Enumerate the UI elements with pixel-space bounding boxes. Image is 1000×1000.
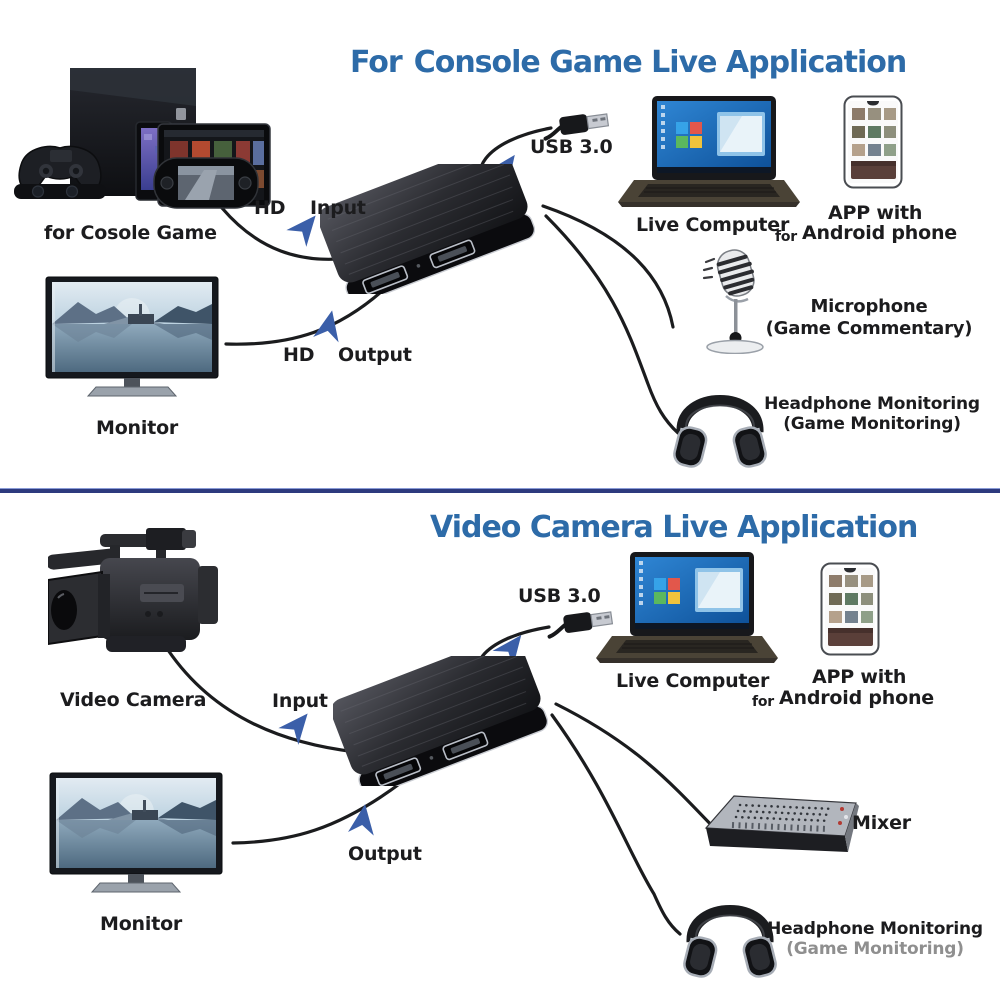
section-divider [0, 488, 1000, 493]
console-section-title: For Console Game Live Application [350, 45, 908, 80]
microphone-line2: (Game Commentary) [765, 317, 973, 339]
video-camera-icon [46, 528, 238, 678]
video-camera-label: Video Camera [60, 689, 207, 711]
headphone-label-top: Headphone Monitoring (Game Monitoring) [760, 394, 984, 435]
playstation-console-set-icon [8, 66, 273, 218]
console-title-text: Console Game Live Application [413, 45, 908, 80]
for-text-bottom: for [752, 694, 775, 710]
hd-output-prefix-label: HD [283, 344, 315, 366]
monitor-icon [44, 276, 224, 400]
headphone-top-line2: (Game Monitoring) [783, 414, 961, 435]
headphone-bottom-line2: (Game Monitoring) [786, 939, 964, 960]
live-computer-label-top: Live Computer [636, 214, 790, 236]
camera-section-title: Video Camera Live Application [430, 510, 918, 545]
audio-mixer-icon [704, 794, 864, 860]
hd-input-prefix-label: HD [254, 197, 286, 219]
output-label-bottom: Output [348, 843, 422, 865]
arrow-input-bottom-icon [278, 713, 308, 745]
arrow-output-top-icon [313, 310, 339, 343]
cable-card-to-headphones-top [544, 214, 680, 435]
cable-camera-to-card [166, 648, 358, 754]
microphone-icon [692, 248, 778, 355]
app-with-label-bottom: APP with [812, 666, 907, 688]
usb-plug-icon [542, 108, 614, 142]
smartphone-icon [843, 95, 903, 189]
usb-label-bottom: USB 3.0 [518, 585, 601, 607]
for-text-top: for [775, 229, 798, 245]
headphone-label-bottom: Headphone Monitoring (Game Monitoring) [763, 919, 987, 960]
monitor-label-top: Monitor [96, 417, 179, 439]
headphone-bottom-line1: Headphone Monitoring [767, 919, 983, 939]
capture-card-icon [317, 143, 536, 304]
cable-card-to-headphones-bottom [550, 713, 682, 936]
cable-card-to-mic [541, 204, 675, 329]
monitor-icon [48, 772, 228, 896]
input-label-top: Input [310, 197, 366, 219]
usb-plug-icon [546, 606, 618, 640]
arrow-output-bottom-icon [348, 804, 374, 836]
arrow-input-top-icon [286, 215, 316, 247]
headphones-icon [678, 886, 782, 982]
output-label-top: Output [338, 344, 412, 366]
laptop-icon [614, 94, 804, 214]
android-phone-text-bottom: Android phone [779, 687, 934, 709]
microphone-line1: Microphone [810, 296, 928, 317]
app-with-label-top: APP with [828, 202, 923, 224]
camera-title-text: Video Camera Live Application [430, 510, 918, 545]
headphones-icon [668, 376, 772, 472]
live-computer-label-bottom: Live Computer [616, 670, 770, 692]
cable-card-to-monitor-top [224, 280, 394, 346]
microphone-label: Microphone (Game Commentary) [758, 296, 980, 339]
usb-label-top: USB 3.0 [530, 136, 613, 158]
smartphone-icon [820, 562, 880, 656]
capture-card-icon [330, 635, 549, 796]
headphone-top-line1: Headphone Monitoring [764, 394, 980, 414]
cable-card-to-monitor-bottom [231, 780, 404, 845]
android-phone-text-top: Android phone [802, 222, 957, 244]
cable-card-to-mixer [554, 702, 719, 833]
mixer-label: Mixer [852, 812, 911, 834]
console-source-label: for Cosole Game [44, 222, 217, 244]
monitor-label-bottom: Monitor [100, 913, 183, 935]
console-title-prefix: For [350, 45, 403, 80]
input-label-bottom: Input [272, 690, 328, 712]
laptop-icon [592, 550, 782, 670]
